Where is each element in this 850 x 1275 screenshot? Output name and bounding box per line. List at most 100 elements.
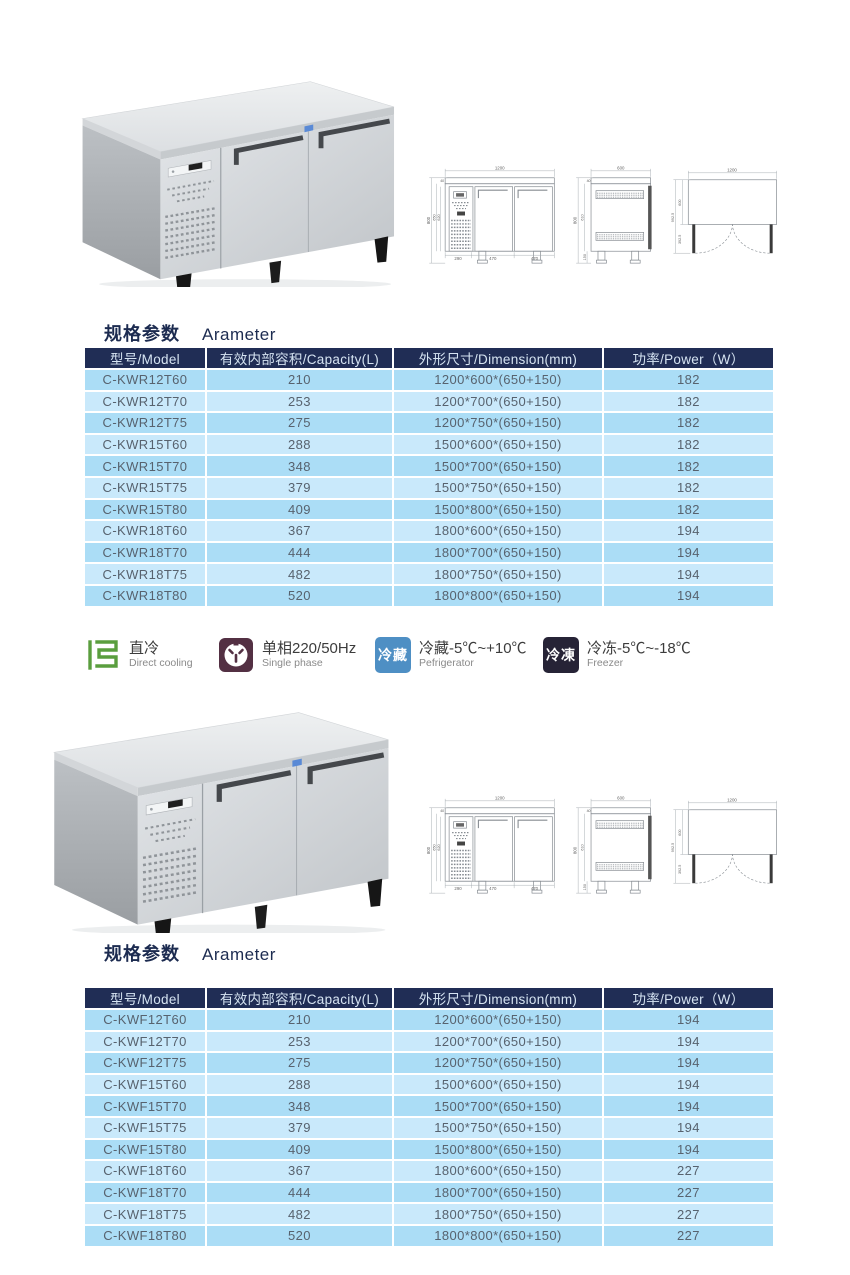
table-cell: 1800*600*(650+150) <box>394 1161 602 1181</box>
table-cell: C-KWF15T75 <box>85 1117 205 1138</box>
table-cell: 1200*700*(650+150) <box>394 1031 602 1052</box>
column-header: 功率/Power（W） <box>604 988 773 1008</box>
table-cell: 227 <box>604 1204 773 1224</box>
table-cell: 275 <box>207 413 392 433</box>
table-cell: 1200*600*(650+150) <box>394 370 602 390</box>
table-cell: 1800*750*(650+150) <box>394 564 602 584</box>
table-cell: 367 <box>207 521 392 541</box>
table-cell: C-KWF18T60 <box>85 1161 205 1181</box>
table-cell: 348 <box>207 456 392 476</box>
table-cell: 379 <box>207 477 392 498</box>
feature-en: Pefrigerator <box>419 657 474 669</box>
table-cell: 288 <box>207 1074 392 1095</box>
table-cell: 1500*600*(650+150) <box>394 434 602 455</box>
refrigerator-icon: 冷藏 <box>375 637 411 673</box>
table-cell: 194 <box>604 521 773 541</box>
table-cell: 194 <box>604 564 773 584</box>
table-cell: C-KWR12T70 <box>85 391 205 412</box>
table-cell: 194 <box>604 1139 773 1160</box>
table-cell: 182 <box>604 499 773 520</box>
feature-zh: 单相220/50Hz <box>262 640 357 657</box>
table-cell: 194 <box>604 1031 773 1052</box>
feature-en: Freezer <box>587 657 624 669</box>
table-cell: 253 <box>207 391 392 412</box>
column-header: 有效内部容积/Capacity(L) <box>207 988 392 1008</box>
table-cell: C-KWF15T60 <box>85 1074 205 1095</box>
table-cell: 194 <box>604 542 773 563</box>
table-cell: C-KWR12T60 <box>85 370 205 390</box>
table-cell: C-KWR12T75 <box>85 413 205 433</box>
table-cell: 1500*700*(650+150) <box>394 1096 602 1116</box>
table-cell: 253 <box>207 1031 392 1052</box>
table-cell: 1800*800*(650+150) <box>394 1225 602 1246</box>
feature-zh: 直冷 <box>129 640 160 657</box>
table-cell: C-KWF18T80 <box>85 1225 205 1246</box>
table-cell: C-KWR15T70 <box>85 456 205 476</box>
table-cell: 182 <box>604 391 773 412</box>
feature-zh: 冷冻-5℃~-18℃ <box>587 640 691 657</box>
table-cell: C-KWR18T80 <box>85 585 205 606</box>
table-cell: 367 <box>207 1161 392 1181</box>
feature-en: Single phase <box>262 657 323 669</box>
freezer-badge-text: 冷凍 <box>546 647 576 663</box>
table-cell: C-KWR15T80 <box>85 499 205 520</box>
column-header: 外形尺寸/Dimension(mm) <box>394 348 602 368</box>
table-cell: C-KWF12T75 <box>85 1053 205 1073</box>
table-cell: 182 <box>604 434 773 455</box>
table-cell: C-KWF12T70 <box>85 1031 205 1052</box>
table-cell: 1800*700*(650+150) <box>394 542 602 563</box>
table-cell: 1500*750*(650+150) <box>394 477 602 498</box>
technical-drawings-refrigerator <box>405 150 787 281</box>
table-cell: 444 <box>207 542 392 563</box>
refrigerator-badge-text: 冷藏 <box>378 647 408 663</box>
table-cell: 227 <box>604 1225 773 1246</box>
technical-drawings-freezer <box>405 780 787 911</box>
table-cell: 1500*700*(650+150) <box>394 456 602 476</box>
column-header: 有效内部容积/Capacity(L) <box>207 348 392 368</box>
column-header: 外形尺寸/Dimension(mm) <box>394 988 602 1008</box>
table-cell: 182 <box>604 370 773 390</box>
table-cell: 1500*750*(650+150) <box>394 1117 602 1138</box>
table-cell: 1500*800*(650+150) <box>394 1139 602 1160</box>
table-cell: 409 <box>207 1139 392 1160</box>
table-cell: 182 <box>604 477 773 498</box>
table-cell: 444 <box>207 1182 392 1203</box>
table-cell: 194 <box>604 1010 773 1030</box>
table-cell: C-KWR18T60 <box>85 521 205 541</box>
table-cell: C-KWF15T70 <box>85 1096 205 1116</box>
table-cell: C-KWR15T60 <box>85 434 205 455</box>
table-cell: 194 <box>604 1053 773 1073</box>
feature-refrigerator: 冷藏 冷藏-5℃~+10℃ Pefrigerator <box>375 637 543 673</box>
table-cell: C-KWR18T70 <box>85 542 205 563</box>
freezer-icon: 冷凍 <box>543 637 579 673</box>
table-cell: 275 <box>207 1053 392 1073</box>
table-cell: 1200*750*(650+150) <box>394 1053 602 1073</box>
table-cell: 409 <box>207 499 392 520</box>
table-cell: 1200*700*(650+150) <box>394 391 602 412</box>
heading-zh: 规格参数 <box>104 324 180 344</box>
table-cell: 482 <box>207 1204 392 1224</box>
table-cell: 1200*750*(650+150) <box>394 413 602 433</box>
table-cell: 1200*600*(650+150) <box>394 1010 602 1030</box>
table-cell: 348 <box>207 1096 392 1116</box>
